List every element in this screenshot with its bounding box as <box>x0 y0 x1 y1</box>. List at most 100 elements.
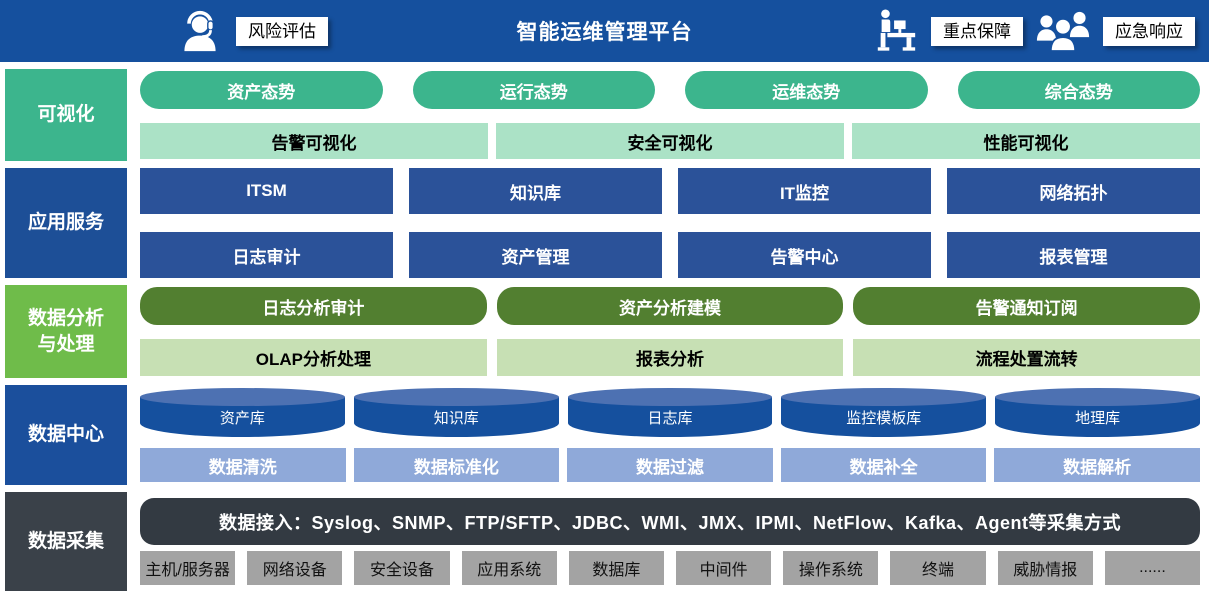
data-process-bar-label: 数据过滤 <box>635 457 704 477</box>
workstation-icon <box>873 8 919 54</box>
data-source-box-label: 应用系统 <box>477 562 542 579</box>
data-process-bar: 数据清洗 <box>140 448 346 482</box>
app-service-box-label: 报表管理 <box>1039 247 1108 267</box>
emergency-response-badge: 应急响应 <box>1103 16 1195 46</box>
data-analysis-label-line1: 数据分析 <box>27 307 104 329</box>
data-source-box-label: 中间件 <box>699 562 748 579</box>
data-source-box: 数据库 <box>568 551 665 585</box>
data-center-bars-row: 数据清洗 数据标准化 数据过滤 数据补全 数据解析 <box>140 448 1200 482</box>
app-services-boxes-bottom: 日志审计资产管理告警中心 报表管理 <box>140 232 1200 278</box>
data-process-bar-label: 数据补全 <box>849 457 918 477</box>
data-source-box-label: 数据库 <box>592 562 641 579</box>
headset-agent-icon <box>178 9 222 53</box>
data-access-bar: 数据接入：Syslog、SNMP、FTP/SFTP、JDBC、WMI、JMX、I… <box>140 498 1200 545</box>
page-title: 智能运维管理平台 <box>516 21 693 44</box>
data-source-box: 应用系统 <box>461 551 557 585</box>
analysis-pill: 资产分析建模 <box>496 287 844 325</box>
app-service-box: 告警中心 <box>678 232 931 278</box>
risk-assessment-badge: 风险评估 <box>236 16 328 46</box>
analysis-bar: 流程处置流转 <box>853 339 1201 376</box>
data-source-box: 威胁情报 <box>997 551 1093 585</box>
data-source-box: 中间件 <box>676 551 772 585</box>
database-cylinder: 监控模板库 <box>781 388 987 437</box>
data-center-row-content: 资产库 知识库 日志库 监控模板库 地理库 数据清洗 数据标准化 数据过滤 数据补全 数据解析 <box>140 385 1200 485</box>
data-center-cylinders-row: 资产库 知识库 日志库 监控模板库 地理库 <box>140 388 1200 437</box>
visualization-bar-label: 性能可视化 <box>983 133 1069 153</box>
app-service-box: 日志审计 <box>140 232 393 278</box>
visualization-row: 可视化 资产态势 运行态势 运维态势 综合态势 告警可视化 安全可视化 性能可视化 <box>0 69 1209 161</box>
data-source-box-label: 操作系统 <box>798 562 863 579</box>
analysis-pill-label: 日志分析审计 <box>262 298 365 318</box>
situation-pill: 综合态势 <box>957 71 1200 109</box>
data-process-bar-label: 数据解析 <box>1063 457 1132 477</box>
app-services-row-content: ITSM 知识库 IT监控 网络拓扑 日志审计资产管理告警中心 报表管理 <box>140 168 1200 278</box>
situation-pill: 运行态势 <box>412 71 655 109</box>
analysis-pill-label: 告警通知订阅 <box>975 298 1078 318</box>
situation-pill-label: 运行态势 <box>499 82 568 102</box>
visualization-bars-row: 告警可视化 安全可视化 性能可视化 <box>140 123 1200 159</box>
database-cylinder-label: 地理库 <box>1075 409 1121 427</box>
app-service-box: 网络拓扑 <box>947 168 1200 214</box>
analysis-bar-label: OLAP分析处理 <box>255 350 371 369</box>
situation-pill-label: 资产态势 <box>227 82 296 102</box>
app-service-box: ITSM <box>140 168 393 214</box>
data-process-bar: 数据解析 <box>994 448 1200 482</box>
situation-pill: 运维态势 <box>685 71 928 109</box>
data-source-box: 终端 <box>890 551 986 585</box>
data-process-bar: 数据补全 <box>780 448 987 482</box>
app-service-box: 知识库 <box>409 168 662 214</box>
data-analysis-bars-row: OLAP分析处理 报表分析 流程处置流转 <box>140 339 1201 376</box>
database-cylinder: 资产库 <box>140 388 345 437</box>
data-source-box-label: 威胁情报 <box>1013 562 1078 579</box>
analysis-pill-label: 资产分析建模 <box>619 298 721 318</box>
situation-pill-label: 综合态势 <box>1044 82 1113 102</box>
data-source-box: 操作系统 <box>783 551 879 585</box>
app-services-boxes-top: ITSM 知识库 IT监控 网络拓扑 <box>140 168 1200 214</box>
key-protection-badge: 重点保障 <box>931 16 1023 46</box>
data-process-bar-label: 数据标准化 <box>413 457 499 477</box>
data-center-row: 数据中心 资产库 知识库 日志库 监控模板库 地理库 数据清洗 数据标准化 数据过滤 数据补全… <box>0 385 1209 485</box>
visualization-bar: 告警可视化 <box>140 123 488 159</box>
visualization-row-content: 资产态势 运行态势 运维态势 综合态势 告警可视化 安全可视化 性能可视化 <box>140 69 1200 161</box>
data-source-box: 主机/服务器 <box>140 551 236 585</box>
data-center-row-label: 数据中心 <box>5 385 127 485</box>
app-service-box: 资产管理 <box>409 232 662 278</box>
data-source-box-label: ...... <box>1139 559 1166 576</box>
visualization-bar: 性能可视化 <box>852 123 1200 159</box>
app-service-box-label: 知识库 <box>510 183 561 203</box>
analysis-bar: 报表分析 <box>496 339 844 376</box>
app-services-row-label: 应用服务 <box>5 168 127 278</box>
data-source-box-label: 主机/服务器 <box>145 562 230 579</box>
visualization-bar: 安全可视化 <box>496 123 844 159</box>
visualization-bar-label: 安全可视化 <box>627 133 713 153</box>
data-source-box: ...... <box>1104 551 1201 585</box>
database-cylinder-label: 监控模板库 <box>846 409 922 427</box>
data-analysis-pills-row: 日志分析审计 资产分析建模 告警通知订阅 <box>140 287 1201 325</box>
analysis-bar-label: 报表分析 <box>636 350 704 369</box>
app-service-box-label: IT监控 <box>779 183 830 203</box>
analysis-pill: 日志分析审计 <box>140 287 487 325</box>
database-cylinder-label: 资产库 <box>219 409 265 427</box>
data-process-bar: 数据标准化 <box>353 448 560 482</box>
team-icon <box>1035 11 1091 51</box>
app-service-box-label: ITSM <box>246 181 287 200</box>
database-cylinder: 知识库 <box>353 388 559 437</box>
visualization-pills-row: 资产态势 运行态势 运维态势 综合态势 <box>140 71 1200 109</box>
database-cylinder-label: 日志库 <box>647 409 693 427</box>
analysis-pill: 告警通知订阅 <box>853 287 1201 325</box>
data-analysis-row-label: 数据分析 与处理 <box>5 285 127 378</box>
data-collection-row-label: 数据采集 <box>5 492 127 591</box>
data-source-box-label: 安全设备 <box>370 562 435 579</box>
data-source-box: 安全设备 <box>354 551 450 585</box>
data-collection-row: 数据采集 数据接入：Syslog、SNMP、FTP/SFTP、JDBC、WMI、… <box>0 492 1209 591</box>
database-cylinder: 地理库 <box>995 388 1200 437</box>
data-collection-row-content: 数据接入：Syslog、SNMP、FTP/SFTP、JDBC、WMI、JMX、I… <box>140 492 1201 591</box>
analysis-bar: OLAP分析处理 <box>140 339 487 376</box>
data-source-box: 网络设备 <box>247 551 343 585</box>
app-service-box-label: 网络拓扑 <box>1039 183 1108 203</box>
app-service-box: IT监控 <box>678 168 931 214</box>
database-cylinder: 日志库 <box>567 388 773 437</box>
visualization-row-label: 可视化 <box>5 69 127 161</box>
database-cylinder-label: 知识库 <box>433 409 479 427</box>
header-banner: 风险评估 智能运维管理平台 重点保障 <box>0 0 1209 62</box>
